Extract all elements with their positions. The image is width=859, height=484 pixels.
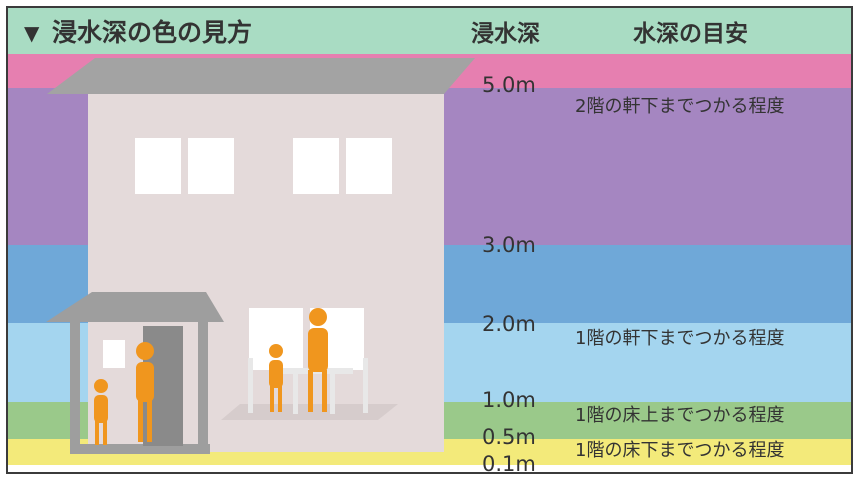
window — [188, 138, 234, 194]
window — [346, 138, 392, 194]
porch-floor — [70, 444, 210, 454]
depth-label-0-1m: 0.1m — [482, 452, 536, 474]
header-title: 浸水深の色の見方 — [52, 18, 252, 47]
depth-label-5m: 5.0m — [482, 73, 536, 97]
porch-pillar — [70, 318, 80, 446]
terrace-chair — [248, 358, 253, 413]
child-figure — [94, 379, 108, 445]
guide-above-floor: 1階の床上までつかる程度 — [575, 405, 784, 426]
depth-label-1m: 1.0m — [482, 388, 536, 412]
porch-pillar — [198, 318, 208, 446]
adult-figure — [136, 342, 154, 442]
terrace-table-leg — [330, 374, 335, 414]
house-roof — [47, 58, 475, 94]
depth-label-3m: 3.0m — [482, 233, 536, 257]
guide-below-floor: 1階の床下までつかる程度 — [575, 440, 784, 461]
window — [293, 138, 339, 194]
house-illustration — [46, 58, 475, 454]
window — [135, 138, 181, 194]
window — [249, 308, 303, 370]
guide-1st-floor-eaves: 1階の軒下までつかる程度 — [575, 328, 784, 349]
header-marker-icon: ▼ — [24, 21, 40, 45]
porch-roof — [46, 292, 224, 322]
terrace-table-leg — [293, 374, 298, 414]
child-figure — [269, 344, 283, 412]
depth-label-2m: 2.0m — [482, 312, 536, 336]
terrace-chair — [363, 358, 368, 413]
window — [103, 340, 125, 368]
depth-label-0-5m: 0.5m — [482, 425, 536, 449]
flood-depth-legend: ▼ 浸水深の色の見方 浸水深 水深の目安 — [6, 6, 853, 474]
depth-column-label: 浸水深 — [471, 21, 540, 47]
guide-column-label: 水深の目安 — [633, 20, 748, 47]
guide-2nd-floor-eaves: 2階の軒下までつかる程度 — [575, 96, 784, 117]
adult-figure — [308, 308, 328, 412]
family-figures — [94, 308, 328, 445]
header-bar — [8, 8, 851, 54]
flood-depth-diagram: ▼ 浸水深の色の見方 浸水深 水深の目安 — [8, 8, 851, 474]
